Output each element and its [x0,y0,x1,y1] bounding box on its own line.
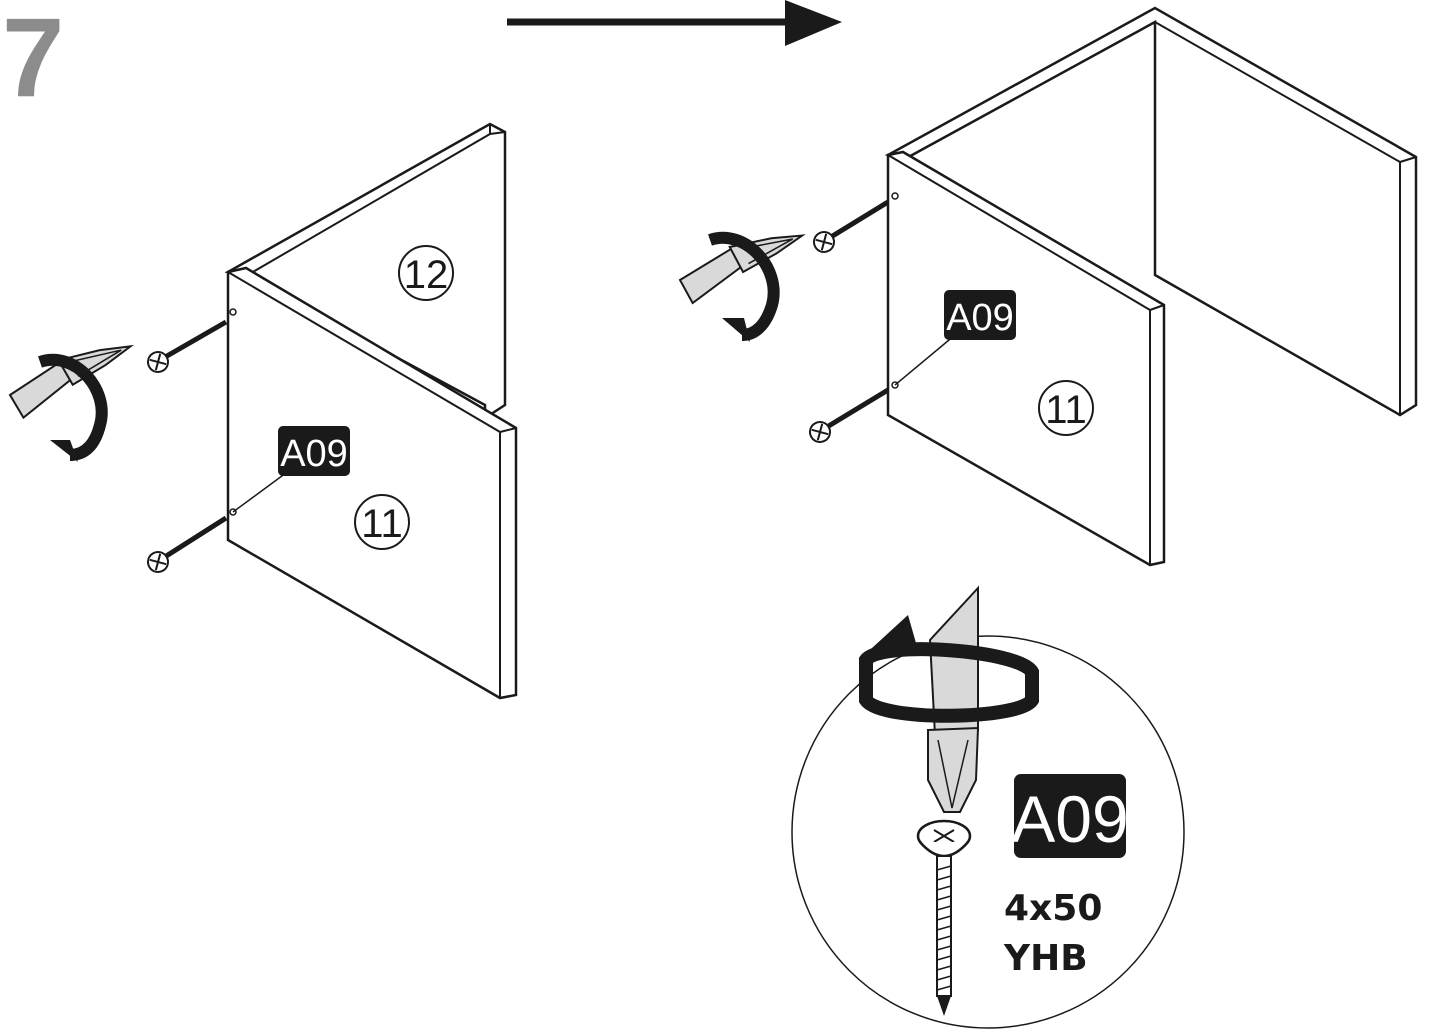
side-panel-11 [886,150,1166,567]
part-number-12: 12 [398,245,454,301]
screw-size: 4x50 [1004,888,1102,929]
svg-text:A09: A09 [946,297,1014,339]
screw-icon [143,319,228,377]
part-number-11: 11 [1038,380,1094,436]
svg-text:A09: A09 [280,433,348,475]
screw-icon [809,199,890,257]
screw-icon [916,819,972,1016]
part-number-11: 11 [354,494,410,550]
rotate-clockwise-icon [859,615,1039,723]
screwdriver-icon [927,585,980,813]
rotate-clockwise-icon [38,354,108,462]
arrow-right-icon [507,0,842,46]
step-number: 7 [2,0,64,120]
side-panel-11 [226,266,518,700]
screw-icon [143,515,228,577]
rotate-clockwise-icon [708,232,780,342]
hardware-label-a09: A09 [944,290,1016,340]
screwdriver-icon [3,332,142,421]
svg-text:12: 12 [404,253,449,297]
screw-icon [805,387,890,447]
hardware-detail: A09 4x50 YHB [791,585,1185,1029]
screw-code: YHB [1003,938,1088,979]
right-assembly: 11 A09 [674,6,1418,567]
hardware-label-a09: A09 [1011,774,1129,858]
hardware-label-a09: A09 [278,426,350,476]
screwdriver-icon [674,221,813,306]
back-panel [884,6,1418,417]
svg-text:A09: A09 [1011,782,1128,856]
svg-text:11: 11 [361,502,403,546]
left-assembly: 12 11 A09 [3,122,518,700]
svg-text:11: 11 [1045,388,1087,432]
